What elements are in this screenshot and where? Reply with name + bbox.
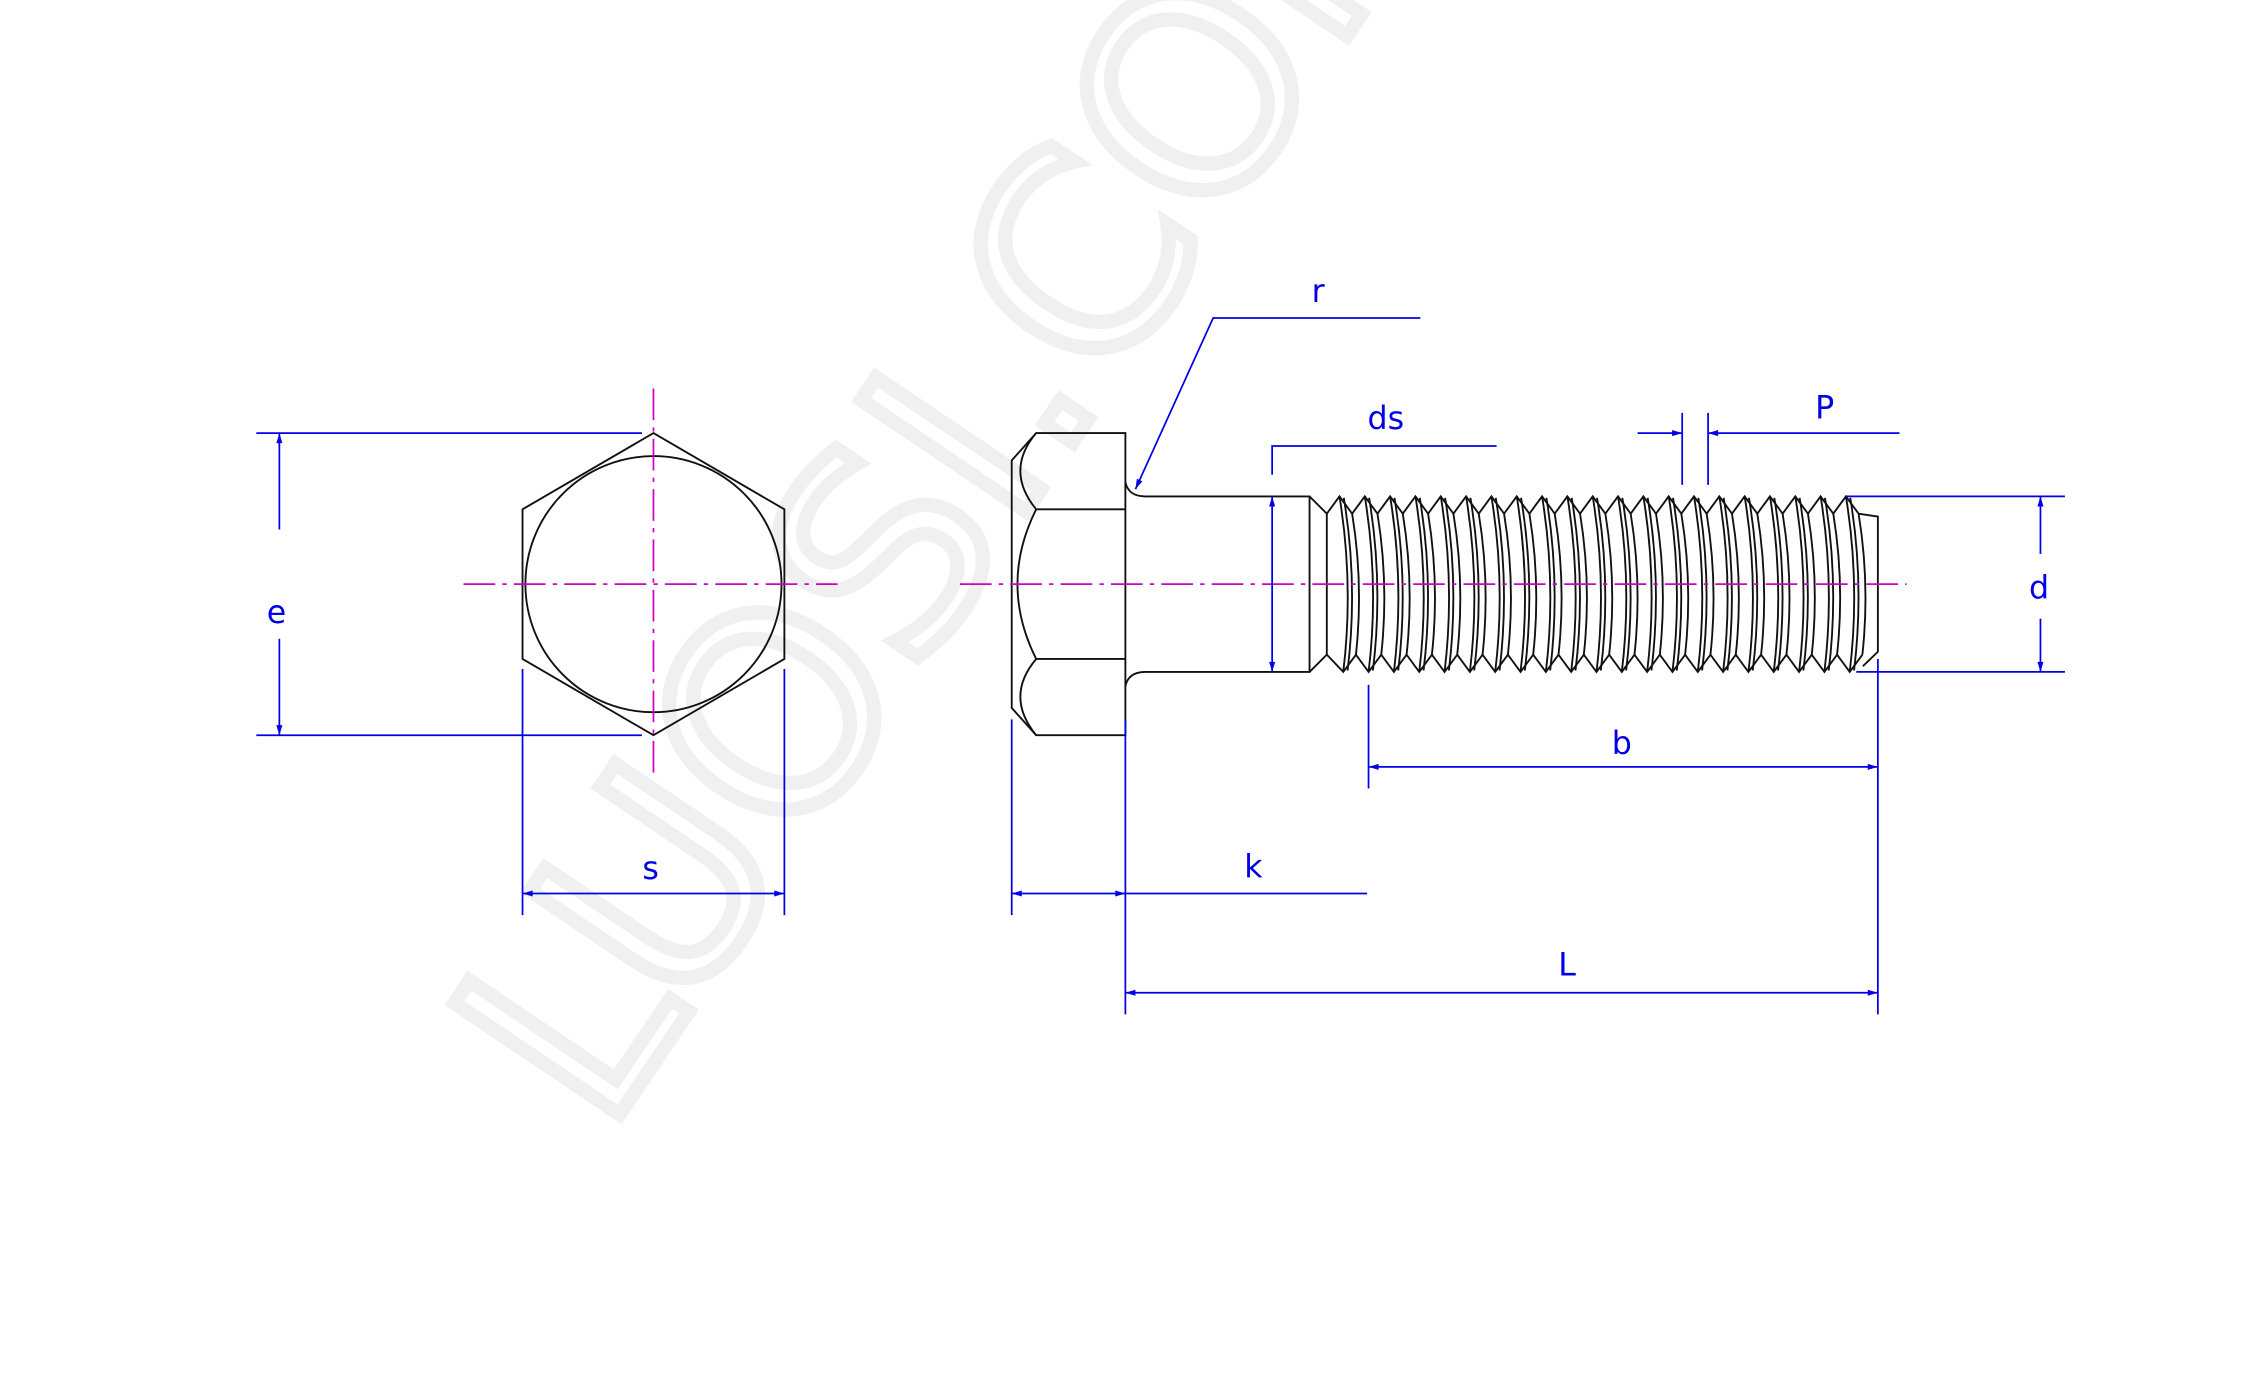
dimension-e: e	[256, 432, 642, 737]
dimension-d: d	[1846, 495, 2065, 673]
thread-line	[1338, 496, 1349, 673]
dimension-k: k	[1010, 719, 1368, 1015]
thread-line	[1655, 513, 1664, 655]
thread-line	[1503, 513, 1512, 655]
thread-line	[1642, 496, 1653, 673]
hexagon-outline	[521, 431, 786, 737]
thread-line	[1553, 513, 1563, 655]
thread-line	[1693, 496, 1704, 673]
dimension-P: P	[1637, 391, 1900, 485]
dimension-L: L	[1125, 948, 1878, 996]
thread-line	[1490, 496, 1501, 673]
dimension-s: s	[521, 669, 786, 916]
label-P: P	[1815, 391, 1834, 427]
thread-line	[1541, 496, 1552, 673]
thread-line	[1845, 496, 1856, 673]
label-r: r	[1312, 274, 1326, 310]
thread-line	[1794, 496, 1805, 673]
watermark: LUOSI.COM	[395, 0, 1518, 1173]
label-L: L	[1558, 948, 1576, 984]
label-ds: ds	[1368, 401, 1405, 437]
thread-line	[1857, 513, 1867, 655]
thread-line	[1452, 513, 1462, 655]
thread-line	[1389, 496, 1400, 673]
dimension-b: b	[1367, 658, 1879, 1015]
label-d: d	[2029, 571, 2049, 607]
thread-line	[1807, 513, 1816, 655]
hex-end-view	[463, 388, 838, 780]
thread-line	[1591, 496, 1602, 673]
label-e: e	[267, 595, 286, 631]
thread-line	[1351, 513, 1360, 655]
thread-line	[1604, 513, 1614, 655]
thread-line	[1705, 513, 1715, 655]
thread-line	[1756, 513, 1766, 655]
label-s: s	[642, 851, 659, 887]
dimension-r: r	[1134, 274, 1421, 490]
dimension-ds: ds	[1269, 401, 1497, 672]
thread-line	[1326, 494, 1860, 516]
thread-line	[1439, 496, 1450, 673]
thread-line	[1743, 496, 1754, 673]
bolt-side-view	[959, 432, 1907, 737]
thread-line	[1326, 653, 1864, 674]
label-b: b	[1612, 726, 1632, 762]
label-k: k	[1244, 850, 1263, 886]
thread-line	[1401, 513, 1411, 655]
